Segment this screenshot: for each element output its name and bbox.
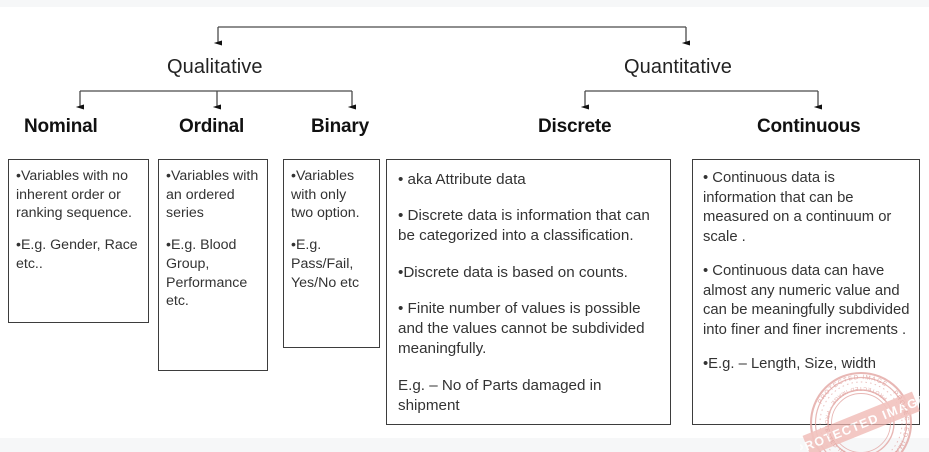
detail-line: •Variables with an ordered series xyxy=(166,168,259,222)
detail-box-ordinal: •Variables with an ordered series •E.g. … xyxy=(158,159,268,371)
detail-line: • Continuous data can have almost any nu… xyxy=(703,263,910,338)
node-discrete: Discrete xyxy=(538,116,612,137)
detail-line: • Discrete data is information that can … xyxy=(398,207,650,245)
top-edge-band xyxy=(0,0,929,7)
detail-line: E.g. – No of Parts damaged in shipment xyxy=(398,376,602,414)
detail-box-binary: •Variables with only two option. •E.g. P… xyxy=(283,159,380,348)
detail-line: • aka Attribute data xyxy=(398,171,526,188)
detail-box-discrete: • aka Attribute data • Discrete data is … xyxy=(386,159,671,425)
detail-box-nominal: •Variables with no inherent order or ran… xyxy=(8,159,149,323)
node-qualitative: Qualitative xyxy=(167,56,263,78)
detail-box-continuous: • Continuous data is information that ca… xyxy=(692,159,920,425)
detail-line: • Finite number of values is possible an… xyxy=(398,299,645,358)
detail-line: •E.g. Pass/Fail, Yes/No etc xyxy=(291,237,360,291)
detail-line: •Variables with only two option. xyxy=(291,168,360,222)
bottom-edge-band xyxy=(0,438,929,452)
node-continuous: Continuous xyxy=(757,116,861,137)
detail-line: • Continuous data is information that ca… xyxy=(703,170,892,245)
node-quantitative: Quantitative xyxy=(624,56,732,78)
node-nominal: Nominal xyxy=(24,116,98,137)
detail-line: •Discrete data is based on counts. xyxy=(398,263,628,281)
detail-line: •E.g. Gender, Race etc.. xyxy=(16,237,138,272)
detail-line: •E.g. Blood Group, Performance etc. xyxy=(166,237,248,310)
detail-line: •Variables with no inherent order or ran… xyxy=(16,168,132,222)
node-ordinal: Ordinal xyxy=(179,116,245,137)
node-binary: Binary xyxy=(311,116,369,137)
detail-line: •E.g. – Length, Size, width xyxy=(703,356,876,373)
